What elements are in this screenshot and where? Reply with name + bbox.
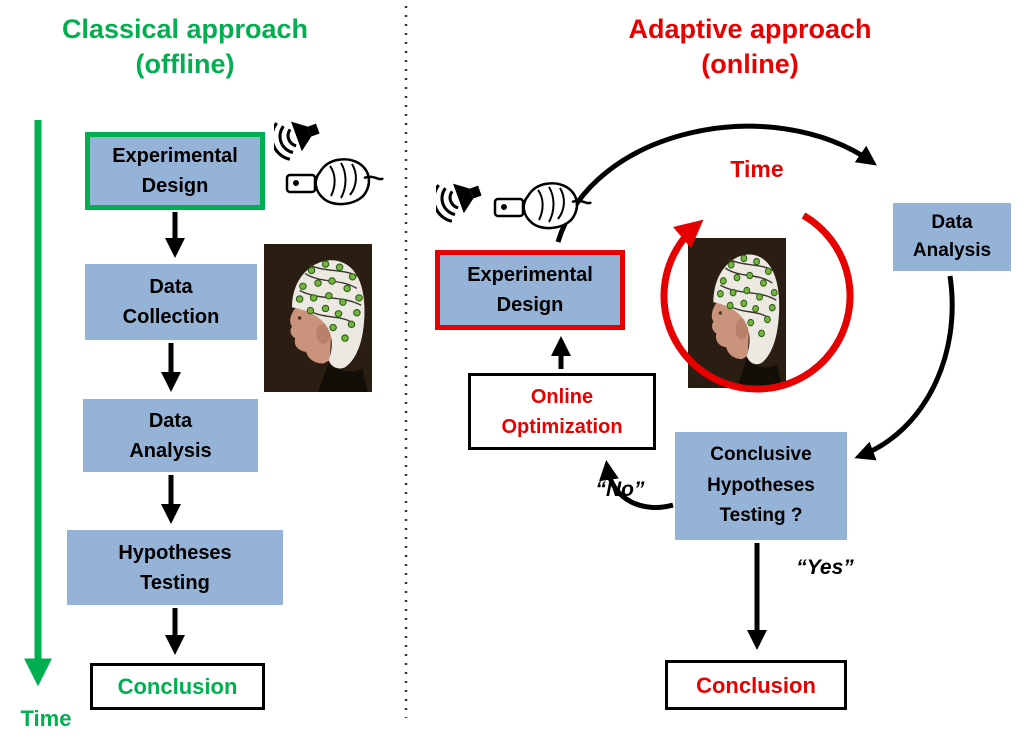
eeg-cap-photo-left <box>264 244 372 392</box>
box-hypotheses-testing: Hypotheses Testing <box>67 530 283 605</box>
box-conclusion-right: Conclusion <box>665 660 847 710</box>
box-data-analysis-right: Data Analysis <box>893 203 1011 271</box>
eeg-cap-photo-right <box>688 238 786 388</box>
box-experimental-design-left: Experimental Design <box>85 132 265 210</box>
time-label-left: Time <box>20 706 72 731</box>
no-branch-label: “No” <box>595 478 645 501</box>
box-data-analysis-left: Data Analysis <box>83 399 258 472</box>
box-conclusive-hypotheses-testing: Conclusive Hypotheses Testing ? <box>675 432 847 540</box>
box-online-optimization: Online Optimization <box>468 373 656 450</box>
yes-branch-label: “Yes” <box>796 556 854 579</box>
speaker-icon-left <box>270 106 332 162</box>
arrow-design-to-data-analysis-curve <box>555 123 877 243</box>
speaker-icon-right <box>432 168 494 224</box>
classical-approach-title: Classical approach (offline) <box>61 14 309 80</box>
hand-response-button-icon-left <box>284 150 384 214</box>
box-data-collection: Data Collection <box>85 264 257 340</box>
time-label-right: Time <box>730 156 784 182</box>
arrow-data-analysis-to-conclusive-curve <box>854 275 955 461</box>
adaptive-approach-title: Adaptive approach (online) <box>628 14 872 80</box>
box-conclusion-left: Conclusion <box>90 663 265 710</box>
box-experimental-design-right: Experimental Design <box>435 250 625 330</box>
hand-response-button-icon-right <box>492 174 592 238</box>
